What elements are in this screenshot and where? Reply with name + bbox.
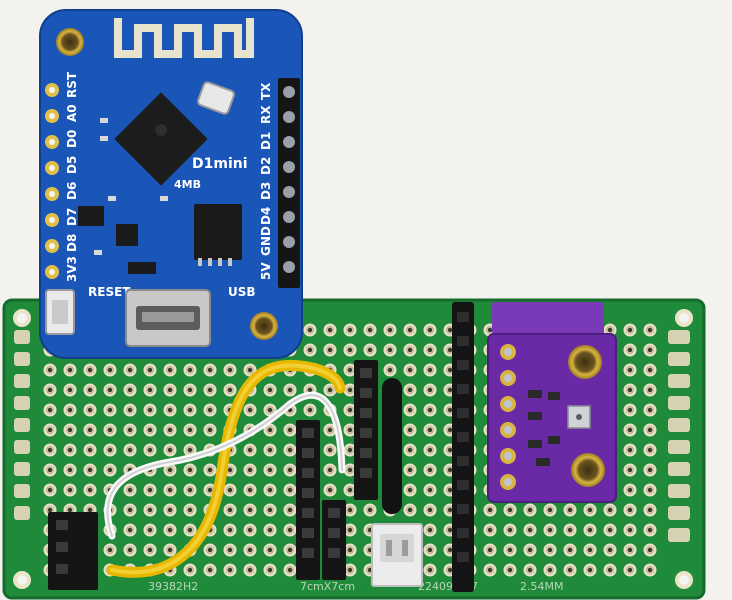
perfboard-size: 7cmX7cm bbox=[300, 580, 355, 593]
pin-label-d4: D4 bbox=[259, 207, 273, 225]
female-header-center bbox=[296, 360, 378, 580]
jst-connector bbox=[371, 523, 423, 587]
pin-label-d3: D3 bbox=[259, 182, 273, 200]
purple-sensor-module bbox=[487, 302, 617, 503]
mount-hole-icon bbox=[250, 312, 278, 340]
reset-label: RESET bbox=[88, 285, 131, 299]
mount-hole-icon bbox=[56, 28, 84, 56]
pin-label-d2: D2 bbox=[259, 157, 273, 175]
usb-label: USB bbox=[228, 285, 256, 299]
pin-label-tx: TX bbox=[259, 82, 273, 100]
esp-chip bbox=[114, 92, 208, 186]
antenna-trace bbox=[114, 18, 254, 58]
flash-size-label: 4MB bbox=[174, 178, 201, 191]
pin-label-d0: D0 bbox=[65, 130, 79, 148]
perfboard-part-left: 39382H2 bbox=[148, 580, 198, 593]
pin-label-d7: D7 bbox=[65, 208, 79, 226]
wemos-pcb bbox=[40, 10, 302, 358]
pin-header-strip bbox=[452, 302, 474, 592]
flash-chip bbox=[194, 204, 242, 260]
pin-label-gnd: GND bbox=[259, 226, 273, 256]
perfboard-pitch: 2.54MM bbox=[520, 580, 563, 593]
wemos-right-header bbox=[278, 78, 300, 288]
perfboard-edge-pads bbox=[14, 330, 690, 542]
black-wire bbox=[382, 378, 402, 514]
pin-label-d8: D8 bbox=[65, 234, 79, 252]
board-model-label: D1mini bbox=[192, 156, 248, 172]
wemos-d1-mini-board: RST A0 D0 D5 D6 D7 D8 3V3 TX RX D1 D2 D3… bbox=[39, 9, 303, 359]
pin-label-d5: D5 bbox=[65, 156, 79, 174]
pin-label-rst: RST bbox=[65, 71, 79, 98]
mount-hole-icon bbox=[568, 345, 602, 379]
pin-label-d1: D1 bbox=[259, 132, 273, 150]
pin-label-3v3: 3V3 bbox=[65, 256, 79, 282]
pin-label-5v: 5V bbox=[259, 262, 273, 280]
female-header-left bbox=[48, 512, 98, 590]
pin-label-d6: D6 bbox=[65, 182, 79, 200]
pin-label-a0: A0 bbox=[65, 104, 79, 122]
crystal bbox=[196, 81, 236, 115]
pin-label-rx: RX bbox=[259, 105, 273, 124]
mount-hole-icon bbox=[571, 453, 605, 487]
